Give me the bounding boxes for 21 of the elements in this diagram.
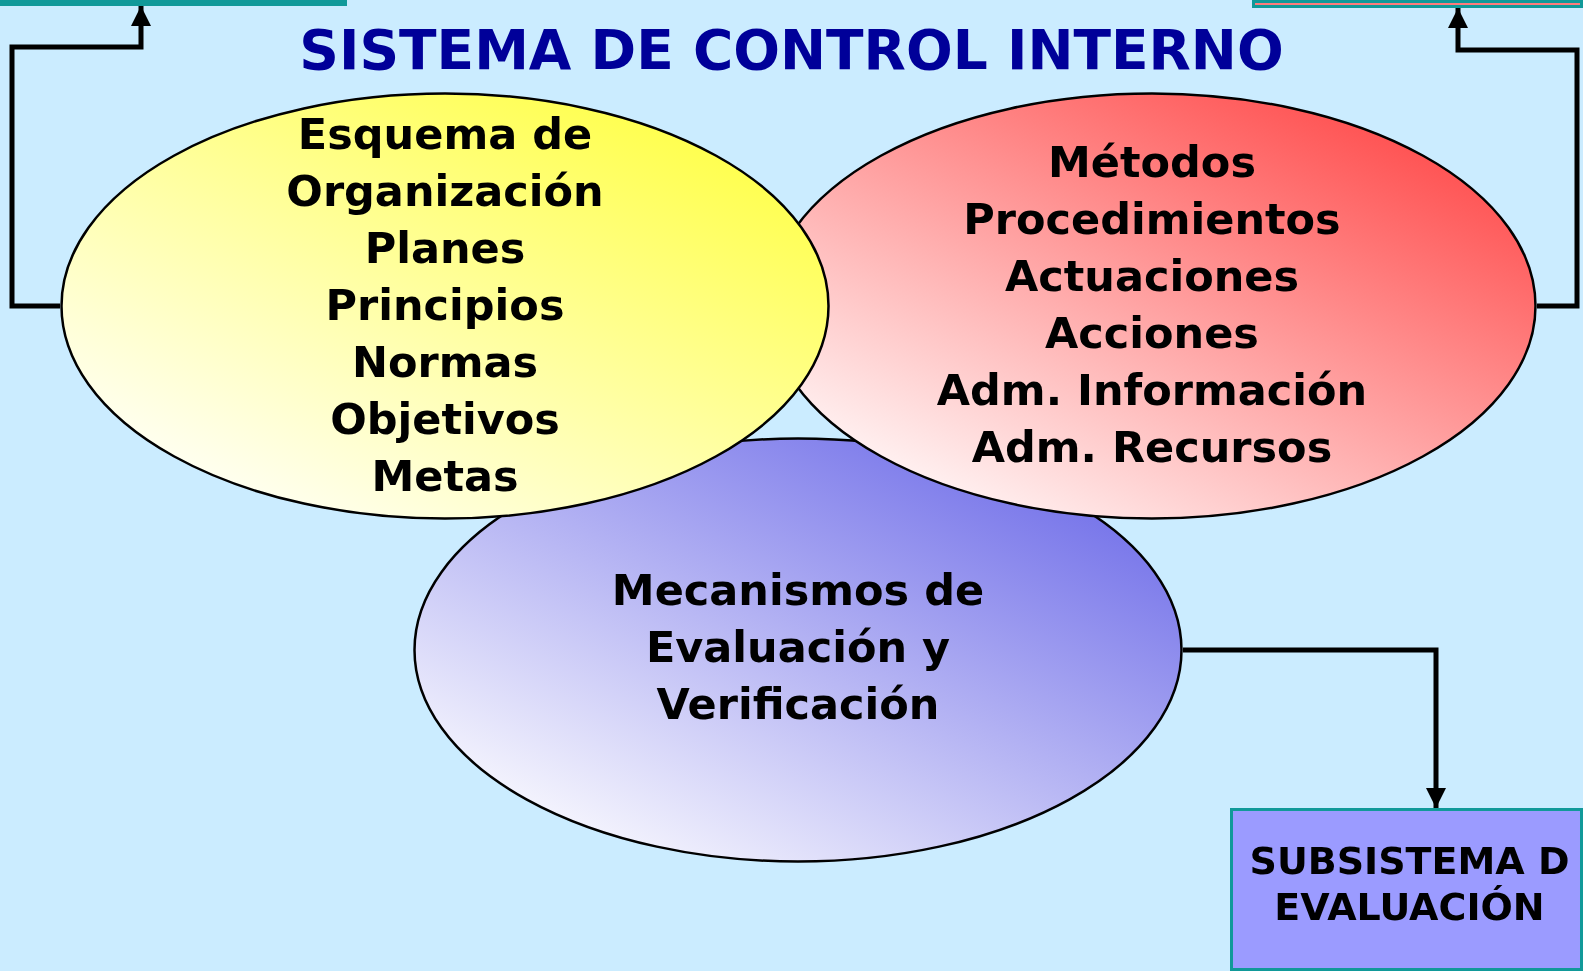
subsystem-box	[1252, 0, 1583, 8]
node-text: SUBSISTEMA D EVALUACIÓN	[1248, 839, 1571, 931]
node-text: Esquema de Organización	[285, 108, 605, 218]
subsystem-box	[1230, 808, 1583, 971]
node-text: Adm. Recursos	[971, 421, 1333, 474]
connector-arrow	[1448, 8, 1580, 309]
node-text: Actuaciones	[1004, 250, 1300, 303]
node-text: Métodos	[1048, 136, 1256, 189]
connector-arrow	[9, 6, 151, 309]
connector-arrow	[1183, 647, 1446, 808]
node-text: Objetivos	[330, 393, 560, 446]
node-text: Mecanismos de Evaluación y Verificación	[610, 564, 986, 731]
subsystem-box	[0, 0, 347, 6]
node-text: Principios	[325, 279, 565, 332]
node-text: Metas	[371, 450, 519, 503]
node-text: Procedimientos	[963, 193, 1341, 246]
node-text: Adm. Información	[936, 364, 1368, 417]
node-text: Acciones	[1045, 307, 1259, 360]
node-text: Normas	[351, 336, 539, 389]
title: SISTEMA DE CONTROL INTERNO	[298, 18, 1285, 82]
node-text: Planes	[364, 222, 526, 275]
